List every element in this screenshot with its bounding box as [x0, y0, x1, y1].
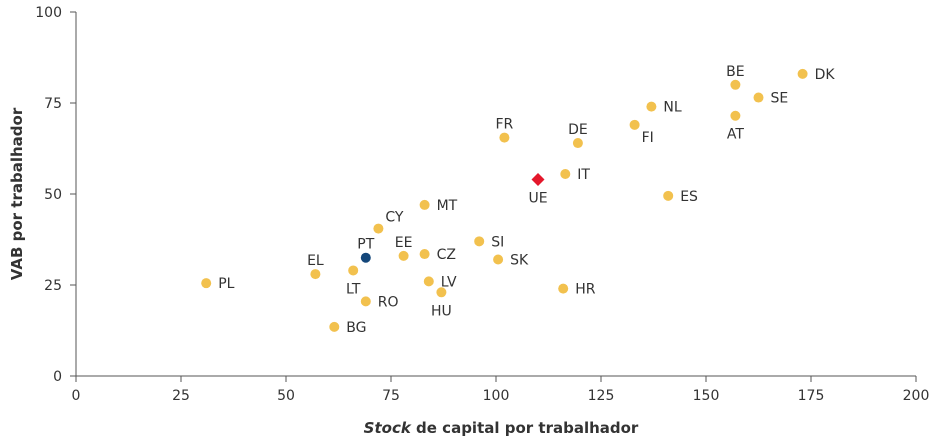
y-axis-title: VAB por trabalhador [8, 107, 26, 280]
point-fi-marker [629, 119, 640, 130]
axes: 0 25 50 75 100 125 150 175 200 0 25 50 75 100 [35, 5, 929, 404]
point-it-label: IT [577, 167, 590, 183]
point-se-label: SE [771, 91, 789, 107]
y-tick-label: 25 [44, 278, 62, 294]
point-be-marker [730, 79, 741, 90]
point-mt-marker [419, 199, 430, 210]
point-de-label: DE [568, 122, 588, 138]
point-el-label: EL [307, 253, 324, 269]
x-tick-label: 25 [172, 388, 190, 404]
x-tick-label: 175 [798, 388, 825, 404]
point-si-label: SI [491, 234, 504, 250]
point-at-marker [730, 110, 741, 121]
point-pl-marker [201, 278, 212, 289]
point-dk-label: DK [815, 67, 836, 83]
point-dk-marker [797, 68, 808, 79]
data-points [201, 68, 808, 332]
x-tick-label: 200 [903, 388, 930, 404]
point-cy-marker [373, 223, 384, 234]
point-fr-label: FR [496, 117, 514, 133]
x-tick-label: 125 [588, 388, 615, 404]
point-ue-marker [531, 172, 545, 186]
point-bg-label: BG [346, 320, 366, 336]
point-hr-marker [558, 283, 569, 294]
y-tick-label: 75 [44, 96, 62, 112]
point-si-marker [474, 236, 485, 247]
point-nl-marker [646, 101, 657, 112]
point-lt-label: LT [346, 281, 361, 297]
point-labels: PL EL BG LT PT RO CY EE CZ MT LV HU SI SK FR UE HR IT DE FI… [218, 64, 835, 336]
x-axis-title-italic: Stock [364, 419, 412, 437]
point-cz-marker [419, 249, 430, 260]
point-cz-label: CZ [437, 247, 456, 263]
point-fr-marker [499, 132, 510, 143]
point-lv-label: LV [441, 274, 457, 290]
x-axis-ticks: 0 25 50 75 100 125 150 175 200 [72, 376, 930, 404]
point-sk-label: SK [510, 253, 529, 269]
point-mt-label: MT [437, 198, 458, 214]
point-ee-marker [398, 250, 409, 261]
point-hu-marker [436, 287, 447, 298]
point-bg-marker [329, 321, 340, 332]
point-lv-marker [423, 276, 434, 287]
y-axis-ticks: 0 25 50 75 100 [35, 5, 76, 385]
x-tick-label: 75 [382, 388, 400, 404]
x-tick-label: 50 [277, 388, 295, 404]
y-tick-label: 0 [53, 369, 62, 385]
point-hu-label: HU [431, 303, 452, 319]
x-axis-title: Stock de capital por trabalhador [364, 419, 639, 437]
point-lt-marker [348, 265, 359, 276]
point-ro-marker [360, 296, 371, 307]
x-tick-label: 100 [483, 388, 510, 404]
y-tick-label: 100 [35, 5, 62, 21]
point-sk-marker [493, 254, 504, 265]
point-hr-label: HR [575, 282, 596, 298]
point-se-marker [753, 92, 764, 103]
x-tick-label: 0 [72, 388, 81, 404]
point-ee-label: EE [395, 235, 413, 251]
point-ro-label: RO [378, 294, 399, 310]
point-be-label: BE [726, 64, 744, 80]
point-es-marker [663, 190, 674, 201]
y-tick-label: 50 [44, 187, 62, 203]
x-axis-title-rest: de capital por trabalhador [411, 419, 639, 437]
point-cy-label: CY [385, 210, 404, 226]
x-tick-label: 150 [693, 388, 720, 404]
point-at-label: AT [727, 127, 744, 143]
point-ue-label: UE [528, 190, 547, 206]
point-pl-label: PL [218, 276, 234, 292]
point-nl-label: NL [663, 100, 681, 116]
point-pt-label: PT [357, 237, 374, 253]
point-fi-label: FI [642, 130, 654, 146]
point-it-marker [560, 168, 571, 179]
point-pt-marker [360, 252, 371, 263]
point-el-marker [310, 269, 321, 280]
point-es-label: ES [680, 189, 698, 205]
point-de-marker [572, 138, 583, 149]
